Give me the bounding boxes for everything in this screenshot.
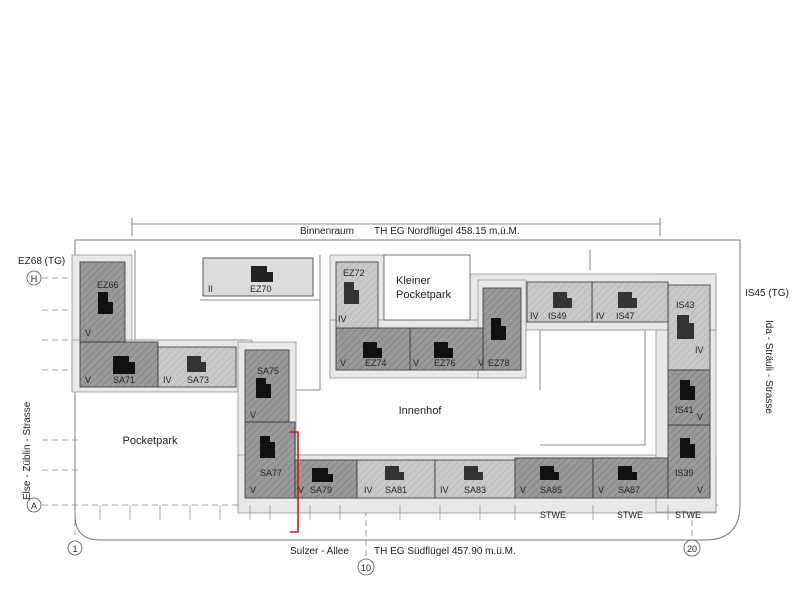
east-street-label: Ida - Sträuli - Strasse xyxy=(763,320,774,414)
storey-sa75: V xyxy=(250,410,256,420)
kleiner-pocketpark-line2: Pocketpark xyxy=(396,289,452,301)
sulzer-label: Sulzer - Allee xyxy=(290,546,349,557)
grid-marker-10: 10 xyxy=(357,558,375,576)
north-level-label: TH EG Nordflügel 458.15 m.ü.M. xyxy=(374,226,520,237)
building-footprints xyxy=(79,254,711,499)
is43-label: IS43 xyxy=(676,300,695,310)
site-boundary xyxy=(74,239,741,541)
storey-is43: IV xyxy=(695,345,704,355)
is49-label: IS49 xyxy=(548,311,567,321)
north-dimension-line xyxy=(131,218,661,236)
storey-is47: IV xyxy=(596,311,605,321)
sa87-label: SA87 xyxy=(618,485,640,495)
stwe-label-2: STWE xyxy=(617,510,643,520)
grid-marker-a: A xyxy=(26,497,42,513)
is47-label: IS47 xyxy=(616,311,635,321)
sa77-label: SA77 xyxy=(260,468,282,478)
is39-label: IS39 xyxy=(675,468,694,478)
sa75-label: SA75 xyxy=(257,366,279,376)
ez78-label: EZ78 xyxy=(488,358,510,368)
stwe-ticks xyxy=(99,505,669,520)
ez74-label: EZ74 xyxy=(365,358,387,368)
ez72-label: EZ72 xyxy=(343,268,365,278)
storey-labels: II V V IV V V V IV IV V V IV V V V IV IV… xyxy=(85,284,704,495)
kleiner-pocketpark-area xyxy=(383,254,471,321)
unit-labels: EZ66 EZ70 EZ72 EZ74 EZ76 EZ78 SA71 SA73 … xyxy=(97,268,695,495)
storey-is39: V xyxy=(697,485,703,495)
stair-cores xyxy=(98,266,695,482)
grid-marker-20: 20 xyxy=(683,539,701,557)
pocketpark-label: Pocketpark xyxy=(122,435,178,447)
grid-marker-20-label: 20 xyxy=(687,544,697,554)
storey-sa85: V xyxy=(520,485,526,495)
grid-marker-a-label: A xyxy=(31,501,37,511)
storey-is49: IV xyxy=(530,311,539,321)
unit-ez74 xyxy=(335,327,411,371)
storey-ez66: V xyxy=(85,328,91,338)
is41-label: IS41 xyxy=(675,405,694,415)
sa73-label: SA73 xyxy=(187,375,209,385)
grid-marker-10-label: 10 xyxy=(361,563,371,573)
storey-sa87: V xyxy=(598,485,604,495)
sa79-label: SA79 xyxy=(310,485,332,495)
innenhof-label: Innenhof xyxy=(399,405,443,417)
binnenraum-label: Binnenraum xyxy=(300,226,354,237)
grid-marker-1-label: 1 xyxy=(72,544,77,554)
south-level-label: TH EG Südflügel 457.90 m.ü.M. xyxy=(374,546,516,557)
grid-marker-h: H xyxy=(26,270,42,286)
storey-ez74: V xyxy=(340,358,346,368)
storey-sa71: V xyxy=(85,375,91,385)
sa83-label: SA83 xyxy=(464,485,486,495)
grid-marker-1: 1 xyxy=(67,540,83,556)
stwe-label-1: STWE xyxy=(540,510,566,520)
storey-sa77: V xyxy=(250,485,256,495)
sa71-label: SA71 xyxy=(113,375,135,385)
ez68-label: EZ68 (TG) xyxy=(18,256,65,267)
ez66-label: EZ66 xyxy=(97,280,119,290)
sa81-label: SA81 xyxy=(385,485,407,495)
storey-ez76: V xyxy=(413,358,419,368)
grid-marker-h-label: H xyxy=(31,274,38,284)
storey-ez72: IV xyxy=(338,314,347,324)
storey-sa81: IV xyxy=(364,485,373,495)
storey-ez70: II xyxy=(208,284,213,294)
kleiner-pocketpark-line1: Kleiner xyxy=(396,275,431,287)
unit-is39 xyxy=(667,424,711,499)
storey-sa83: IV xyxy=(440,485,449,495)
storey-is41: V xyxy=(697,412,703,422)
storey-sa79: V xyxy=(298,485,304,495)
west-street-label: Else - Züblin - Strasse xyxy=(22,401,33,500)
storey-ez78: V xyxy=(478,358,484,368)
ez76-label: EZ76 xyxy=(434,358,456,368)
is45-label: IS45 (TG) xyxy=(745,288,789,299)
stwe-label-3: STWE xyxy=(675,510,701,520)
ez70-label: EZ70 xyxy=(250,284,272,294)
storey-sa73: IV xyxy=(163,375,172,385)
sa85-label: SA85 xyxy=(540,485,562,495)
section-line xyxy=(290,431,299,533)
